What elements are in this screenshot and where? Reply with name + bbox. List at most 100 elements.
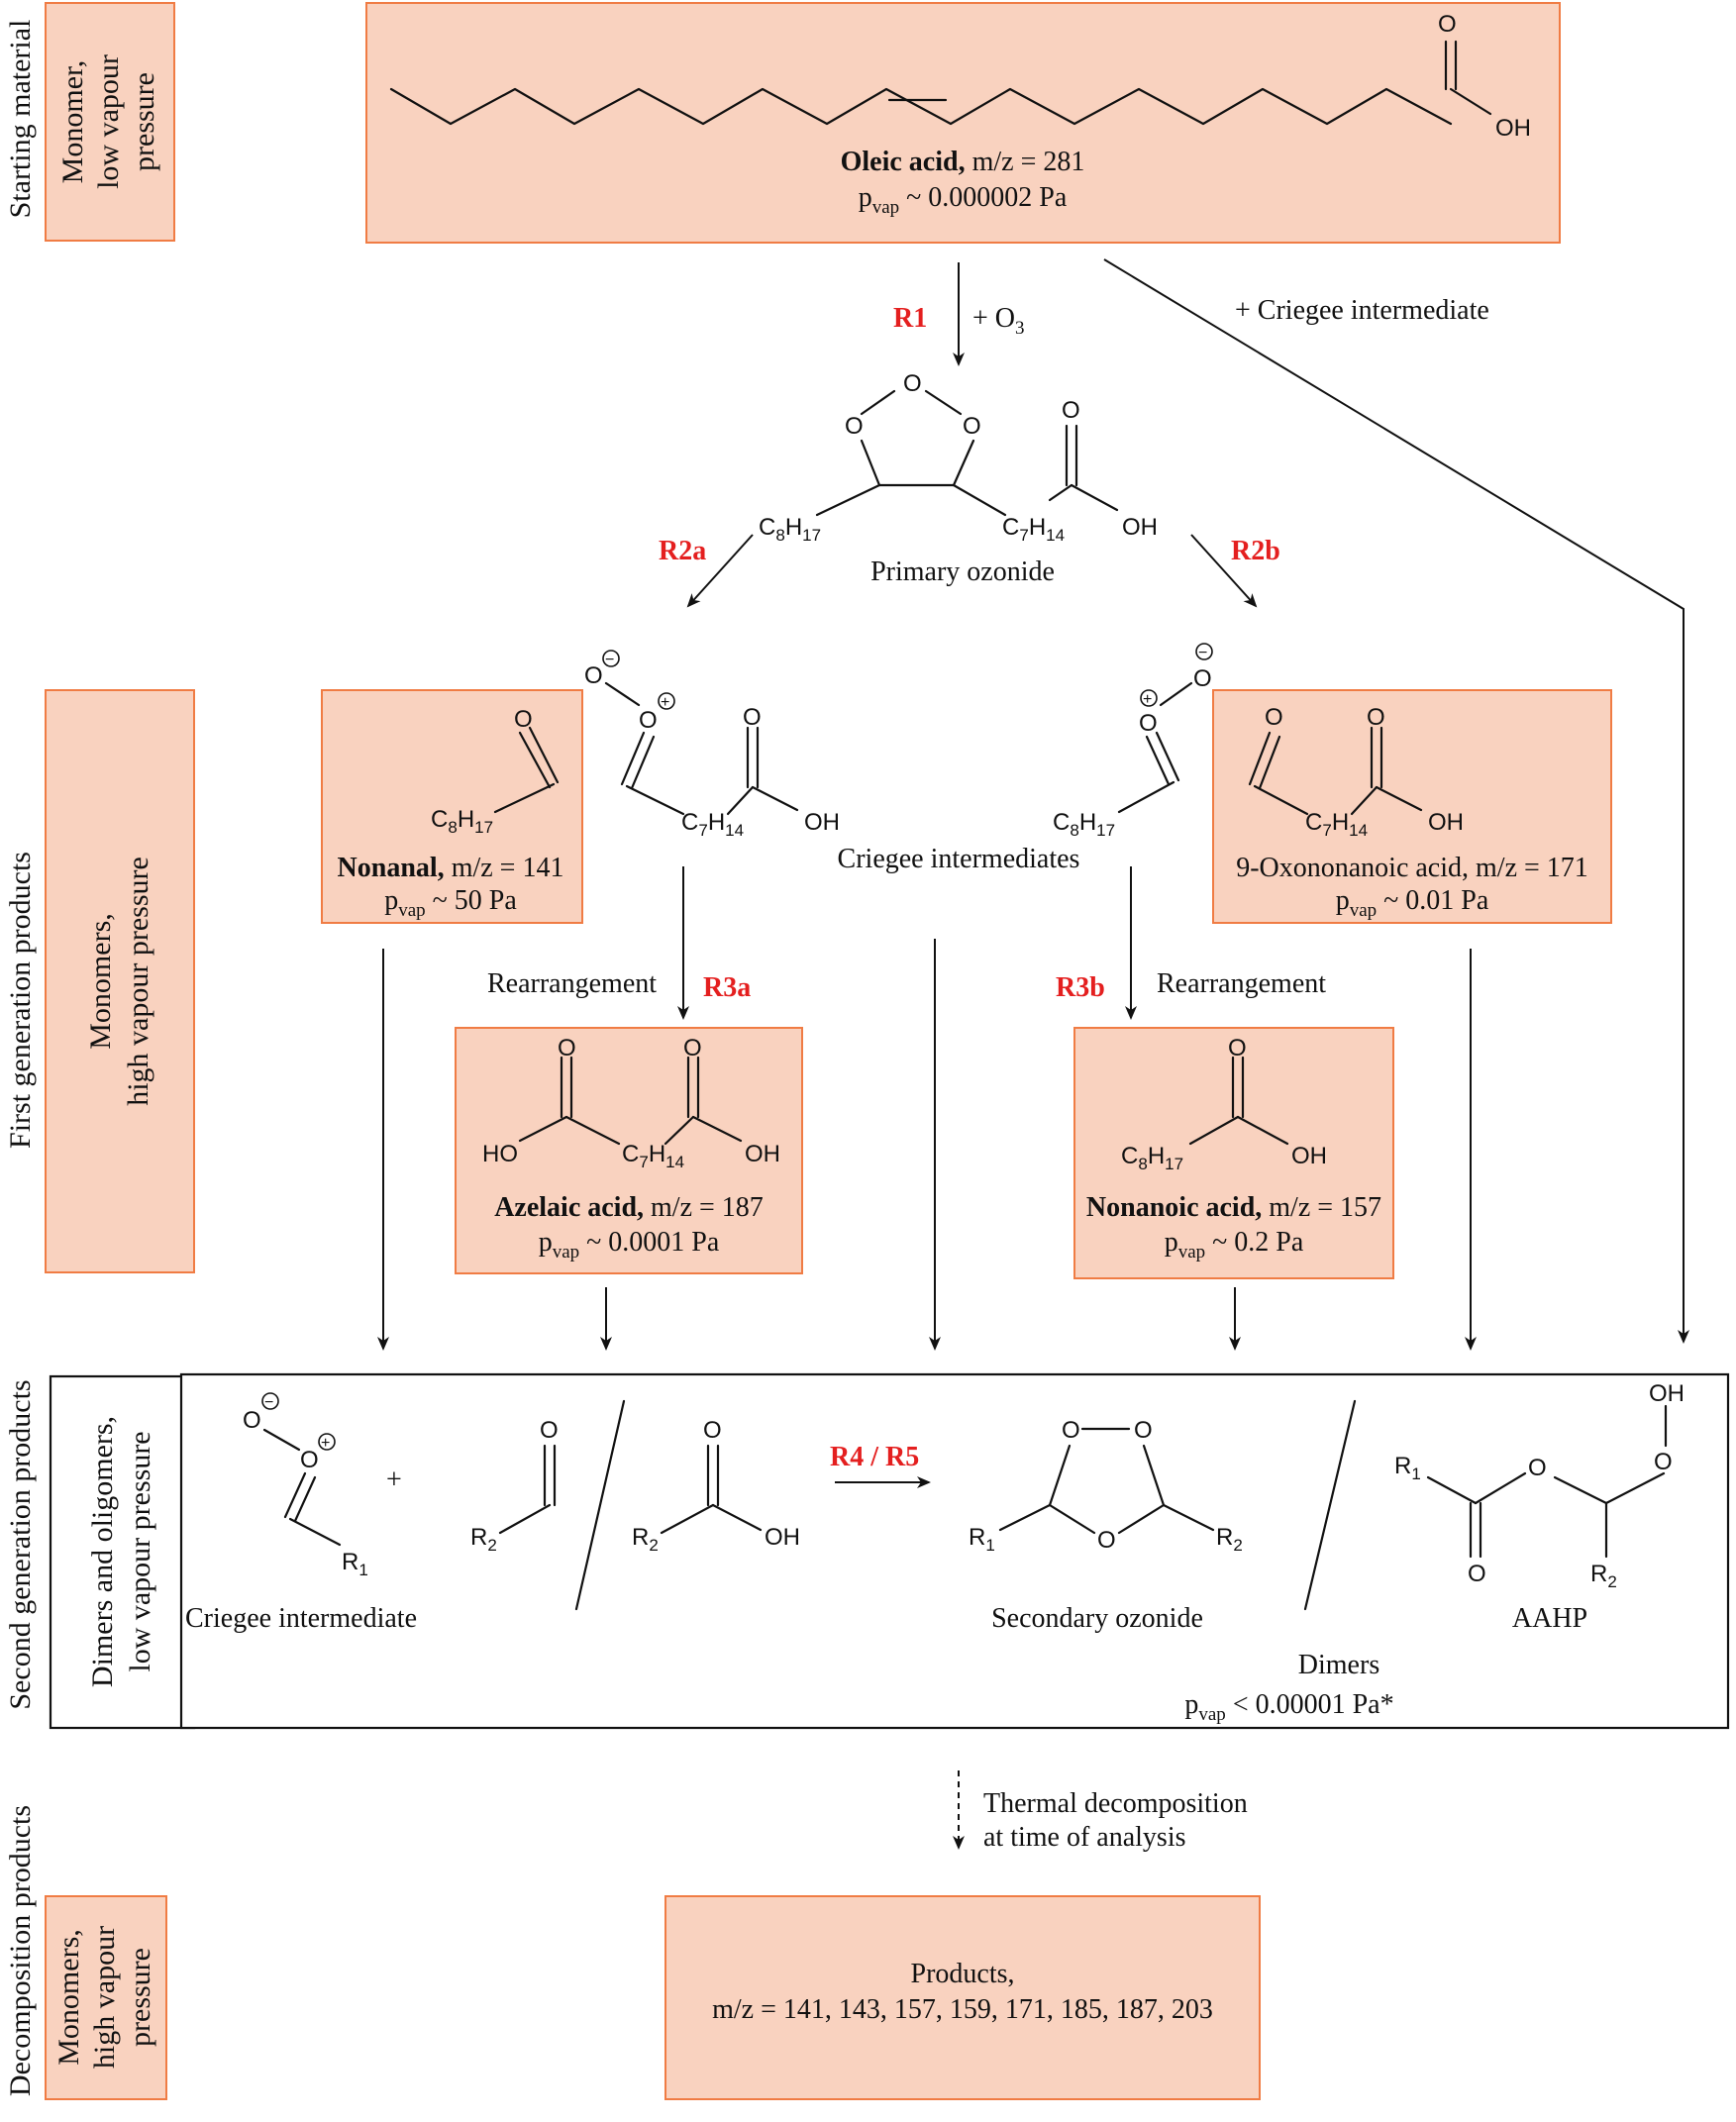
- rearrangement-a-label: Rearrangement: [487, 968, 657, 999]
- dimers-pvap: pvap < 0.00001 Pa*: [1184, 1689, 1393, 1725]
- svg-text:OH: OH: [1495, 115, 1531, 142]
- svg-text:O: O: [514, 706, 533, 733]
- svg-text:OH: OH: [1291, 1143, 1327, 1169]
- nonanal-pvap: pvap ~ 50 Pa: [384, 885, 517, 921]
- criegee-intermediate-right: O − O + C8H17: [1053, 643, 1213, 840]
- svg-text:R2: R2: [1216, 1524, 1243, 1555]
- stage-box-starting: [45, 2, 175, 242]
- svg-text:+: +: [321, 1435, 330, 1452]
- r3a-label: R3a: [703, 972, 751, 1003]
- criegee-intermediate-left: O − O + O OH C7H14: [584, 650, 840, 840]
- azelaic-box: [455, 1027, 803, 1274]
- aahp-structure: OH O O O R1 R2: [1394, 1380, 1685, 1591]
- generic-criegee-structure: O − O + R1: [243, 1392, 368, 1579]
- svg-text:pressure: pressure: [124, 1948, 156, 2047]
- stage-box-starting-text: Monomer, low vapour pressure: [56, 54, 160, 189]
- r1-reagent: + O3: [972, 303, 1025, 339]
- svg-text:O: O: [743, 704, 762, 731]
- svg-text:O: O: [558, 1035, 576, 1061]
- stage-box-decomp-text: Monomers, high vapour pressure: [52, 1926, 156, 2069]
- svg-text:−: −: [605, 652, 614, 668]
- stage-label-decomp: Decomposition products: [4, 1805, 37, 2096]
- generic-acid-structure: O R2 OH: [632, 1417, 800, 1555]
- svg-text:O: O: [243, 1407, 261, 1434]
- svg-text:OH: OH: [745, 1141, 780, 1167]
- svg-text:C8H17: C8H17: [431, 806, 493, 837]
- oleic-acid-box: [365, 2, 1561, 244]
- svg-text:O: O: [683, 1035, 702, 1061]
- stage-label-starting: Starting material: [4, 20, 37, 219]
- r2a-arrow: [686, 534, 754, 608]
- stage-box-first: [45, 689, 195, 1273]
- nonanoic-label: Nonanoic acid, m/z = 157: [1086, 1192, 1381, 1223]
- svg-text:O: O: [1228, 1035, 1247, 1061]
- svg-text:C7H14: C7H14: [1305, 809, 1368, 840]
- svg-text:OH: OH: [765, 1524, 800, 1551]
- svg-text:OH: OH: [1649, 1380, 1685, 1407]
- svg-text:R2: R2: [632, 1524, 659, 1555]
- svg-text:R1: R1: [342, 1549, 368, 1579]
- svg-text:O: O: [963, 413, 981, 440]
- products-title: Products,: [911, 1959, 1015, 1989]
- svg-text:O: O: [1528, 1455, 1547, 1481]
- svg-text:O: O: [1062, 1417, 1080, 1444]
- stage-box-first-text: Monomers, high vapour pressure: [84, 857, 154, 1106]
- oxononanoic-pvap: pvap ~ 0.01 Pa: [1336, 885, 1489, 921]
- products-mz-list: m/z = 141, 143, 157, 159, 171, 185, 187,…: [712, 1994, 1213, 2025]
- azelaic-pvap: pvap ~ 0.0001 Pa: [539, 1227, 720, 1263]
- svg-text:C7H14: C7H14: [622, 1141, 684, 1171]
- svg-text:C7H14: C7H14: [1002, 514, 1065, 545]
- r2b-label: R2b: [1231, 536, 1280, 566]
- svg-text:O: O: [1097, 1527, 1116, 1554]
- svg-text:O: O: [1062, 397, 1080, 424]
- svg-text:low vapour pressure: low vapour pressure: [124, 1431, 156, 1671]
- svg-text:O: O: [845, 413, 864, 440]
- svg-text:C8H17: C8H17: [1121, 1143, 1183, 1173]
- primary-ozonide-structure: O O O O OH C8H17 C7H14: [759, 370, 1158, 545]
- nonanoic-structure: C8H17 O OH: [1121, 1035, 1327, 1173]
- svg-text:Monomer,: Monomer,: [56, 60, 89, 184]
- oleic-acid-label: Oleic acid, m/z = 281: [841, 147, 1085, 177]
- r1-label: R1: [893, 303, 927, 334]
- svg-text:high vapour: high vapour: [88, 1926, 121, 2069]
- svg-text:C7H14: C7H14: [681, 809, 744, 840]
- secondary-ozonide-structure: O O O R1 R2: [969, 1417, 1243, 1555]
- stage-box-second-text: Dimers and oligomers, low vapour pressur…: [86, 1416, 156, 1687]
- svg-text:O: O: [1438, 11, 1457, 38]
- nonanal-box: [321, 689, 583, 924]
- svg-text:O: O: [300, 1447, 319, 1473]
- svg-text:O: O: [1139, 710, 1158, 737]
- oxononanoic-structure: O O OH C7H14: [1248, 704, 1464, 840]
- nonanoic-pvap: pvap ~ 0.2 Pa: [1165, 1227, 1304, 1263]
- azelaic-structure: HO O C7H14 O OH: [482, 1035, 780, 1171]
- rearrangement-b-label: Rearrangement: [1157, 968, 1326, 999]
- criegee-side-label: + Criegee intermediate: [1235, 295, 1489, 326]
- thermal-label-1: Thermal decomposition: [983, 1788, 1248, 1819]
- svg-text:O: O: [903, 370, 922, 397]
- svg-text:O: O: [1654, 1449, 1673, 1475]
- nonanal-structure: O C8H17: [431, 706, 560, 837]
- svg-text:OH: OH: [804, 809, 840, 836]
- criegee-side-arrow: [1103, 258, 1689, 1344]
- svg-text:R1: R1: [969, 1524, 995, 1555]
- r2b-arrow: [1190, 534, 1258, 608]
- svg-text:R1: R1: [1394, 1453, 1421, 1483]
- svg-text:O: O: [639, 707, 658, 734]
- dimers-label: Dimers: [1298, 1650, 1379, 1680]
- second-generation-box: [179, 1372, 1730, 1730]
- svg-text:O: O: [1193, 665, 1212, 692]
- oxononanoic-label: 9-Oxononanoic acid, m/z = 171: [1236, 853, 1588, 883]
- svg-text:O: O: [584, 662, 603, 689]
- azelaic-label: Azelaic acid, m/z = 187: [494, 1192, 764, 1223]
- stage-label-second: Second generation products: [4, 1379, 37, 1709]
- svg-text:−: −: [264, 1394, 273, 1411]
- r2a-label: R2a: [659, 536, 706, 566]
- stage-label-first: First generation products: [4, 852, 37, 1149]
- products-box: [664, 1895, 1261, 2100]
- svg-text:+: +: [1143, 691, 1152, 708]
- separator-slash-2: [1303, 1399, 1357, 1611]
- svg-text:C8H17: C8H17: [759, 514, 821, 545]
- separator-slash-1: [574, 1399, 626, 1611]
- svg-text:pressure: pressure: [128, 72, 160, 171]
